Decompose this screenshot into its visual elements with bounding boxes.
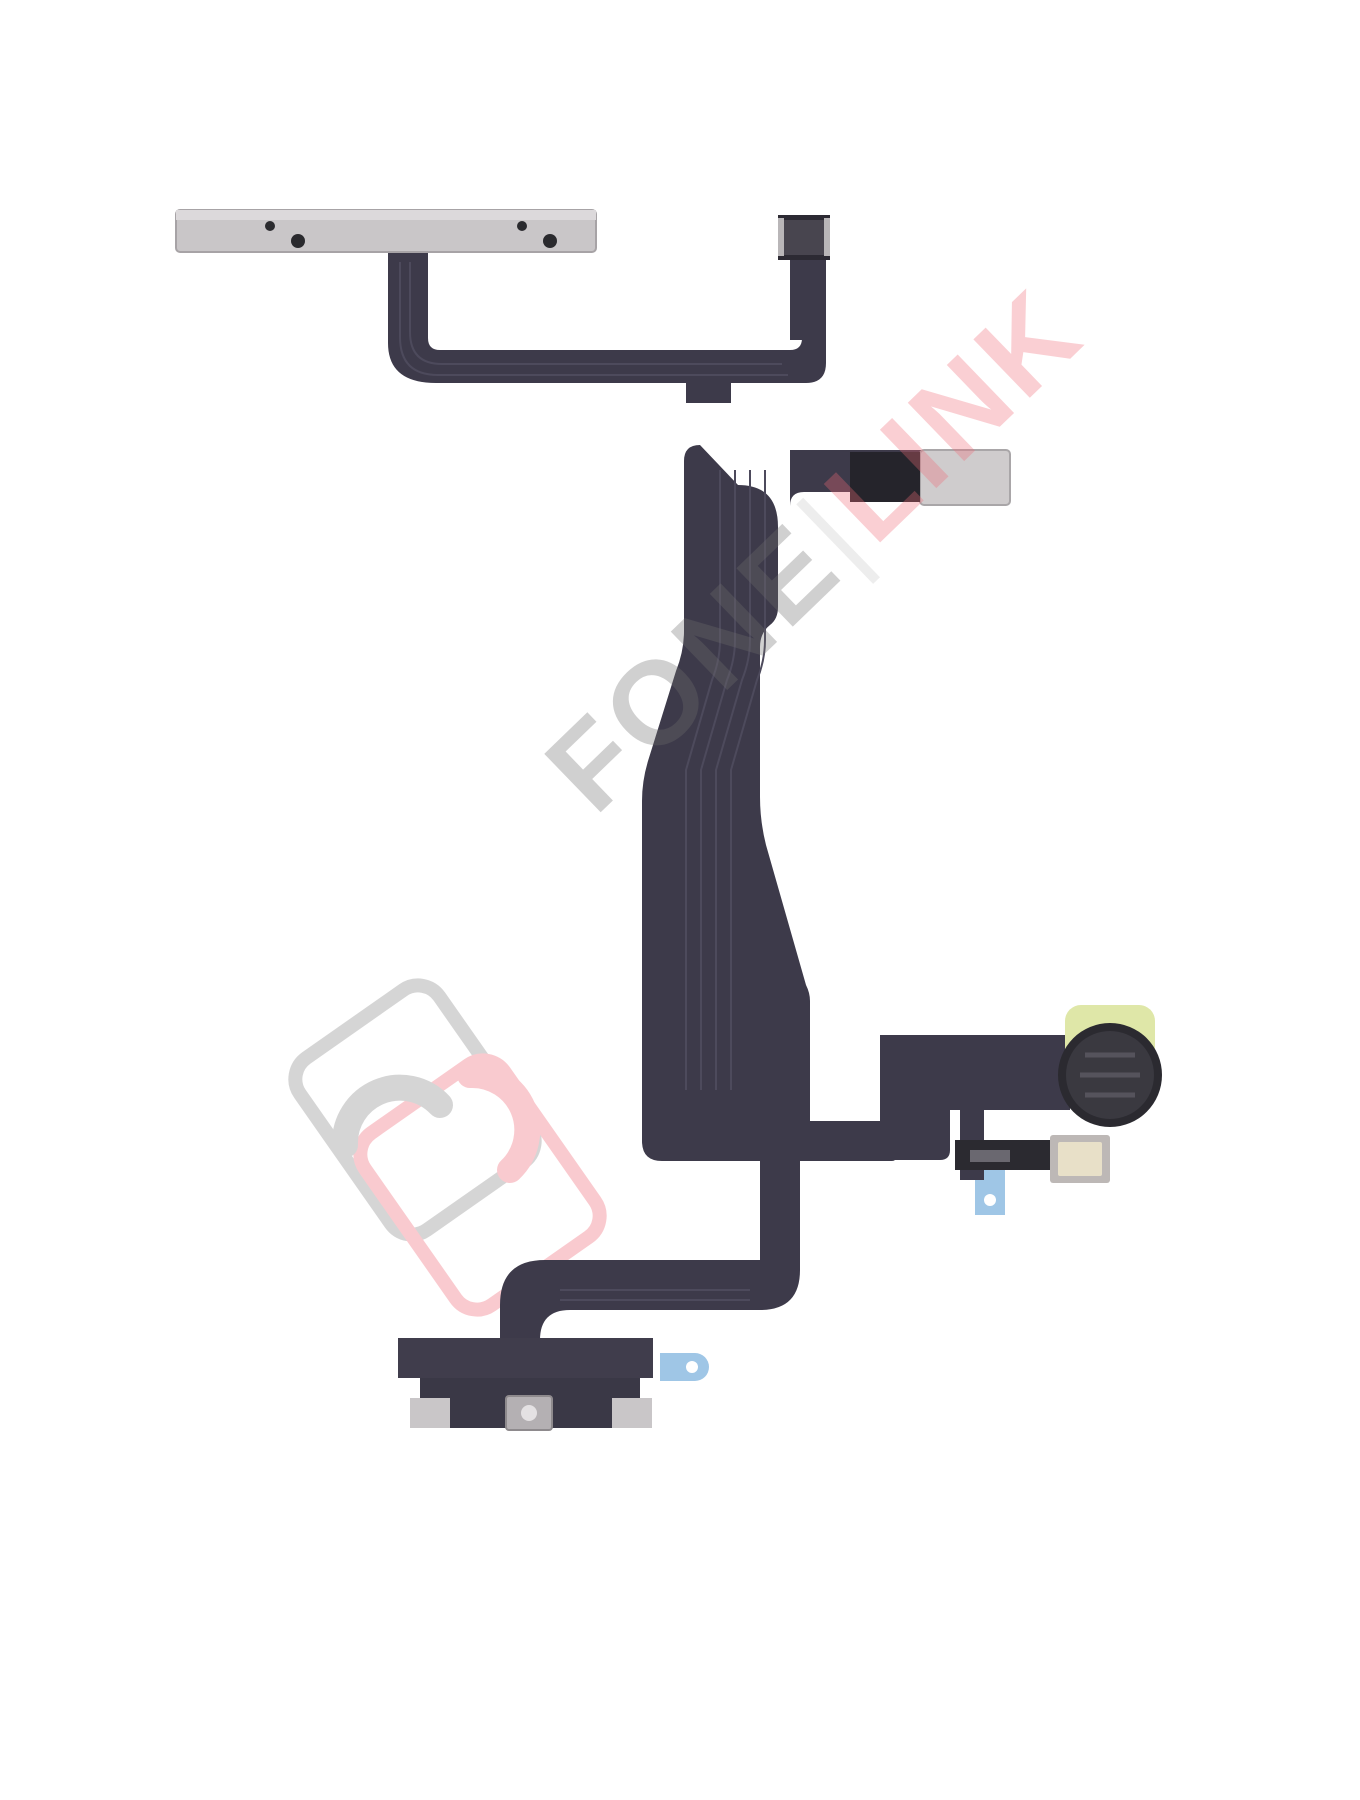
mic-module <box>955 1135 1110 1183</box>
power-button-bracket <box>398 1338 653 1431</box>
volume-bracket <box>175 209 597 253</box>
flex-traces <box>399 262 788 1301</box>
metal-shield-plate <box>850 449 1011 506</box>
round-sensor <box>1058 1005 1162 1127</box>
top-connector <box>778 215 830 260</box>
